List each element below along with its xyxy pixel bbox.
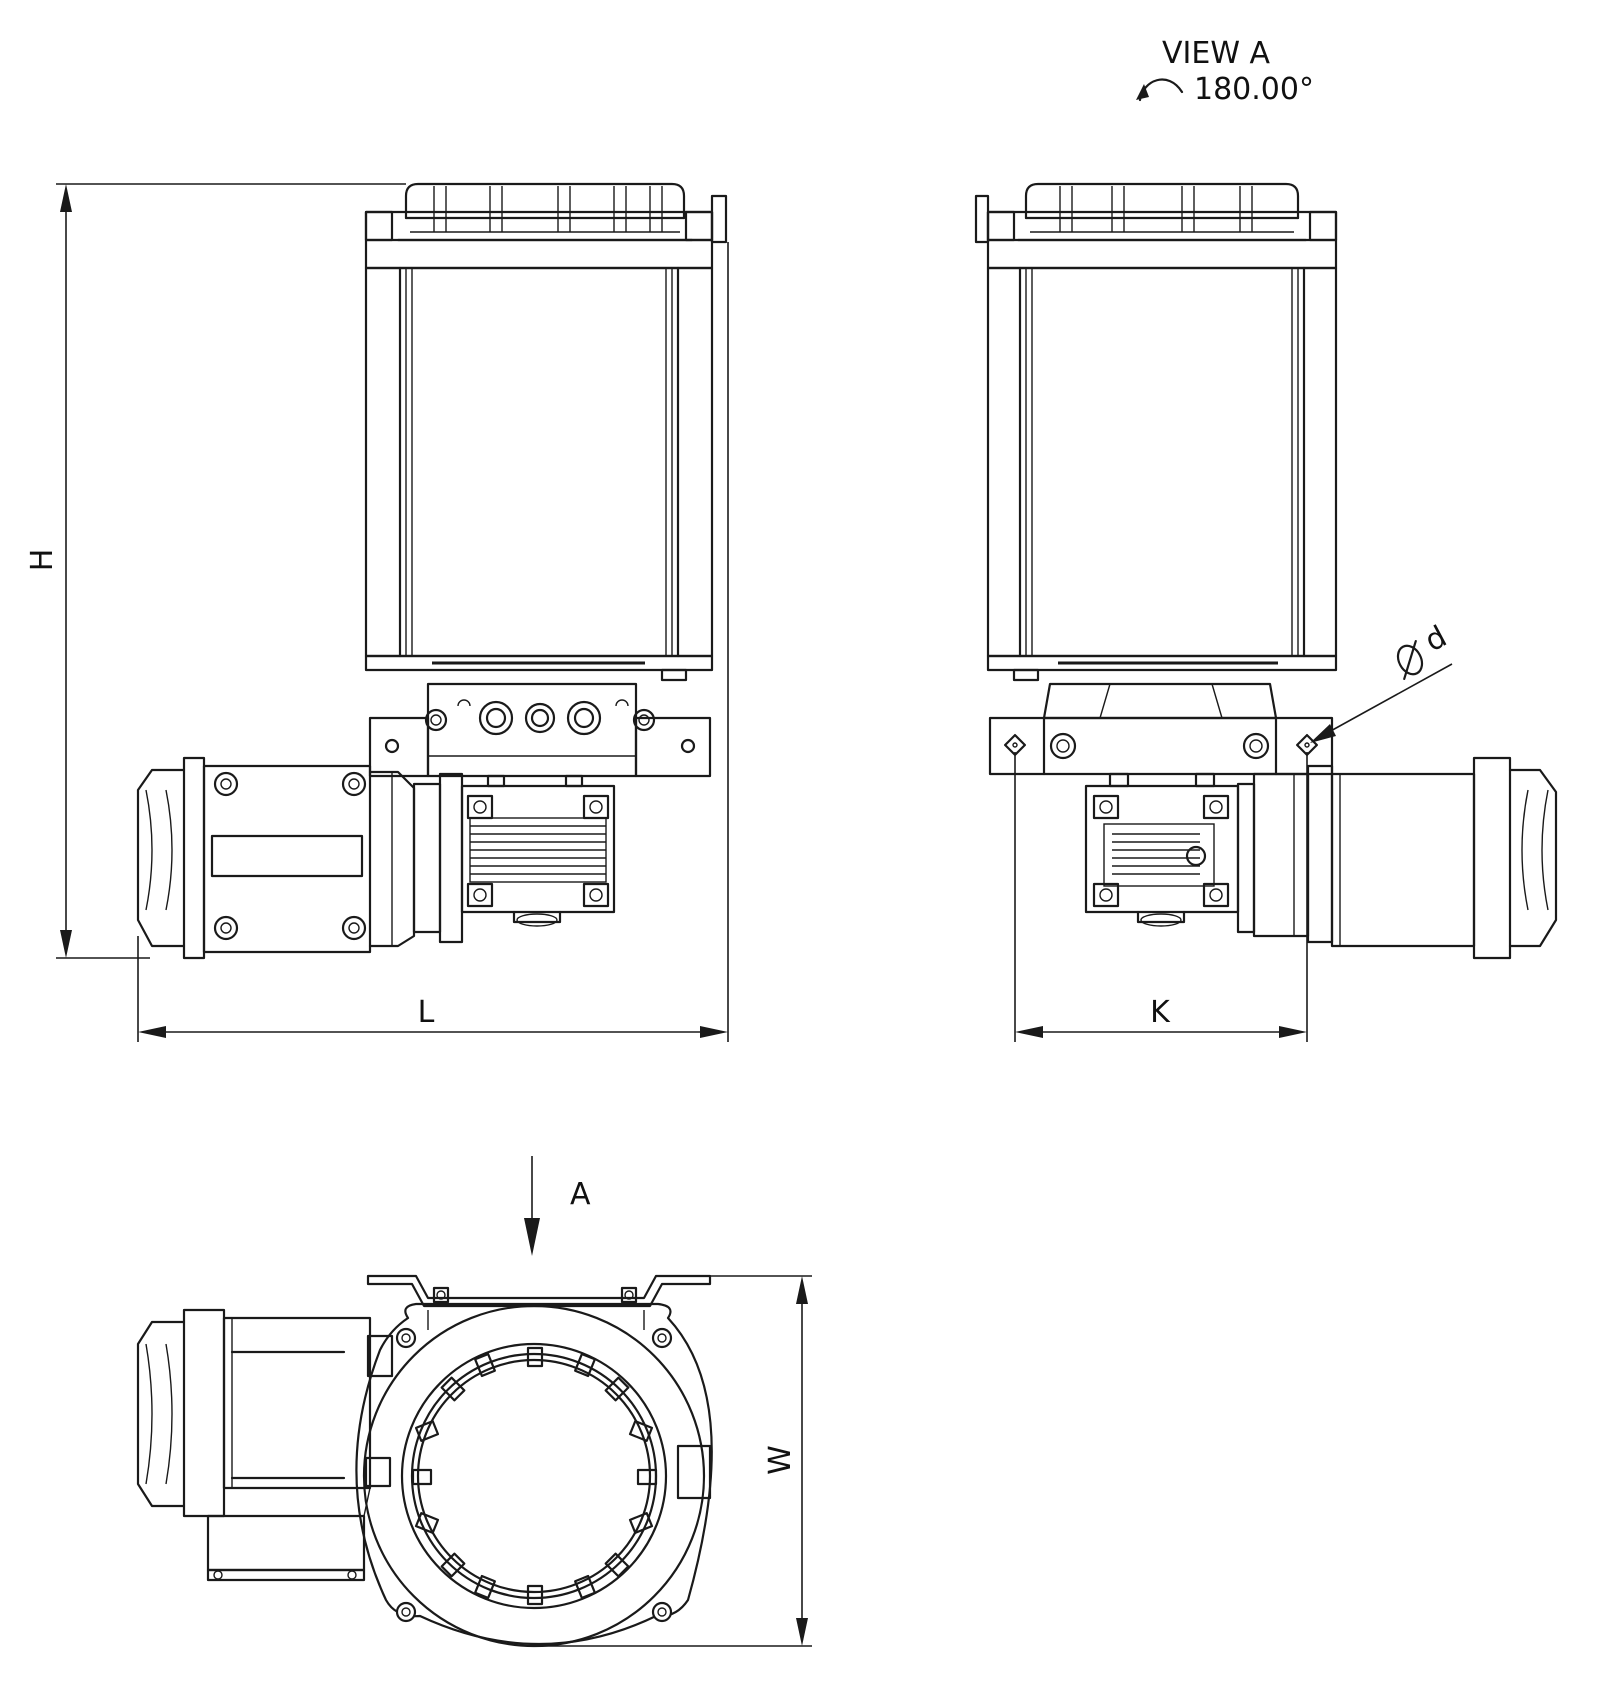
side-pump-block [988, 682, 1334, 788]
dimension-h: H [25, 183, 406, 959]
front-motor [136, 756, 416, 960]
dimension-k: K [1014, 752, 1308, 1042]
dimension-w-label: W [763, 1445, 798, 1475]
side-gearbox [1084, 782, 1256, 934]
mounting-hole-icon [1004, 734, 1026, 756]
view-arrow-a-label: A [570, 1177, 591, 1212]
front-view: H L [25, 182, 729, 1042]
dimension-h-label: H [25, 549, 60, 572]
top-motor [136, 1308, 394, 1582]
top-view: A [136, 1156, 812, 1648]
dimension-l: L [137, 242, 729, 1042]
view-a-label: VIEW A [1162, 36, 1271, 71]
front-pump-block [368, 682, 712, 788]
view-arrow-a: A [524, 1156, 591, 1256]
side-view: K d [974, 182, 1558, 1042]
front-reservoir-body [364, 194, 728, 682]
view-a-title: VIEW A 180.00° [1136, 36, 1314, 107]
mounting-hole-icon [1296, 734, 1318, 756]
diameter-label: d [1419, 619, 1452, 659]
rotation-angle: 180.00° [1194, 72, 1314, 107]
top-reservoir-flange [355, 1302, 713, 1648]
dimension-w: W [534, 1275, 812, 1647]
side-motor [1252, 756, 1558, 960]
dimension-l-label: L [418, 995, 435, 1030]
top-mounting-bracket [366, 1274, 712, 1330]
front-gearbox [412, 772, 616, 944]
dimension-k-label: K [1150, 995, 1171, 1030]
lid-ribs [411, 1346, 658, 1606]
side-reservoir-body [974, 194, 1338, 682]
diameter-symbol-icon [1396, 639, 1424, 681]
